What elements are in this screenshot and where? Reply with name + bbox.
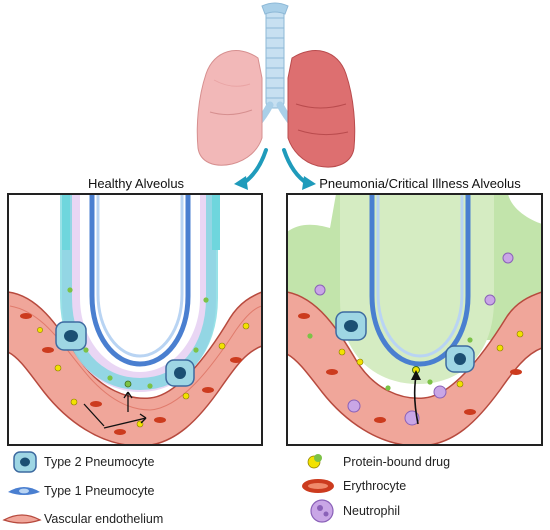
illness-neutrophils bbox=[314, 252, 514, 426]
healthy-transport-arrows bbox=[83, 391, 147, 429]
illness-transport-arrow bbox=[411, 370, 421, 425]
illness-erythrocytes bbox=[298, 313, 522, 423]
healthy-epithelium bbox=[89, 194, 191, 367]
neutrophil-icon bbox=[310, 499, 334, 523]
healthy-panel-title: Healthy Alveolus bbox=[87, 176, 185, 191]
legend-endothelium-label: Vascular endothelium bbox=[44, 512, 164, 526]
arrowhead-right-icon bbox=[302, 176, 316, 190]
healthy-panel-frame bbox=[7, 193, 263, 446]
type2-pneumocyte-right bbox=[165, 359, 195, 387]
legend-neutrophil-label: Neutrophil bbox=[343, 504, 400, 518]
lungs-illustration bbox=[196, 2, 356, 190]
type2-pneumocyte-icon bbox=[13, 451, 37, 473]
legend-erythrocyte-label: Erythrocyte bbox=[343, 479, 407, 493]
legend-type2-label: Type 2 Pneumocyte bbox=[44, 455, 155, 469]
legend-type1-label: Type 1 Pneumocyte bbox=[44, 484, 155, 498]
healthy-lung bbox=[196, 50, 263, 166]
erythrocyte-icon bbox=[302, 479, 334, 493]
vascular-endothelium-icon bbox=[2, 514, 42, 524]
type1-pneumocyte-icon bbox=[8, 487, 40, 495]
illness-type2-right bbox=[445, 345, 475, 373]
healthy-drug-particles bbox=[37, 287, 250, 428]
illness-panel-frame bbox=[286, 193, 543, 446]
legend-drug-label: Protein-bound drug bbox=[343, 455, 451, 469]
healthy-interstitium-halo bbox=[62, 194, 216, 392]
illness-panel-title: Pneumonia/Critical Illness Alveolus bbox=[319, 176, 521, 191]
healthy-capillary bbox=[8, 291, 262, 445]
healthy-alveolus-panel bbox=[7, 193, 263, 446]
illness-type2-left bbox=[335, 311, 367, 341]
type2-pneumocyte-left bbox=[55, 321, 87, 351]
diseased-lung bbox=[287, 50, 356, 168]
legend-icons bbox=[2, 451, 334, 524]
illness-epithelium bbox=[369, 194, 471, 367]
arrowhead-left-icon bbox=[234, 176, 248, 190]
illness-alveolus-panel bbox=[286, 193, 543, 446]
protein-bound-drug-icon bbox=[307, 454, 322, 469]
healthy-erythrocytes bbox=[20, 313, 242, 435]
